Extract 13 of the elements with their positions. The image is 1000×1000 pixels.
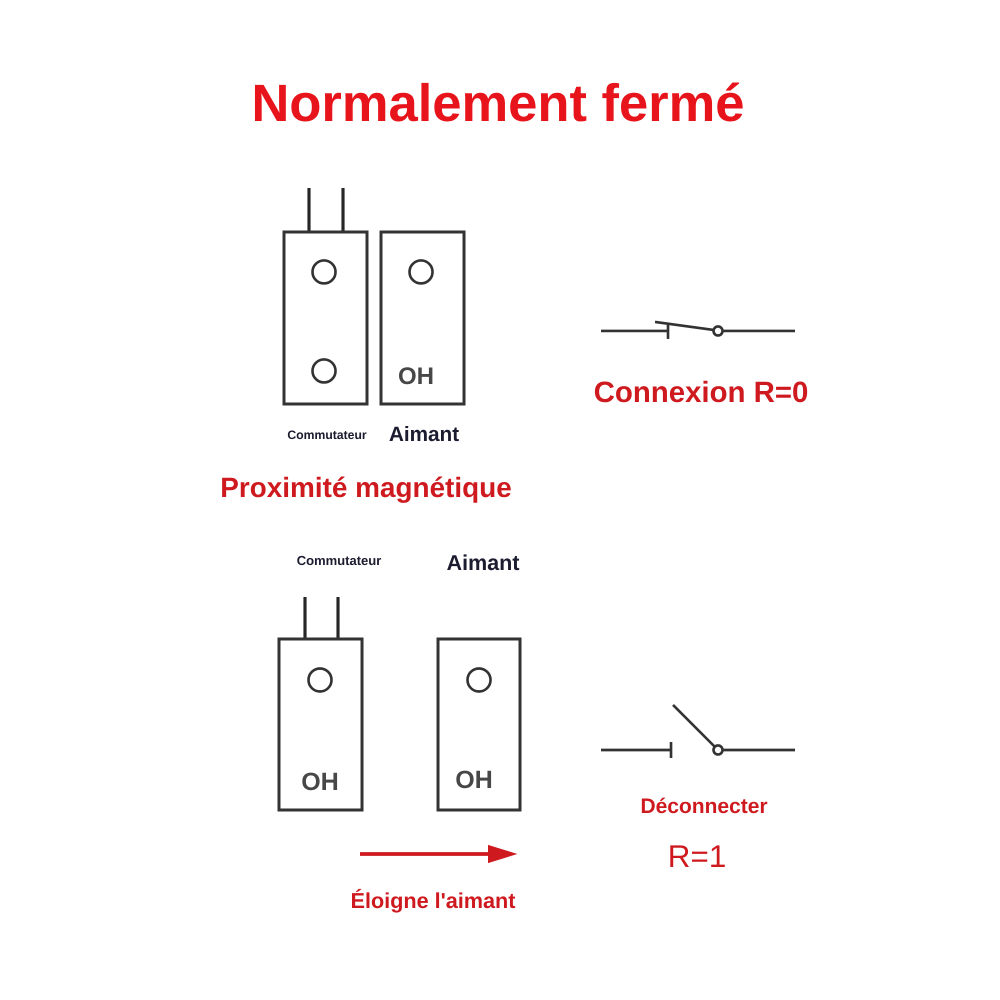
label: Déconnecter (642, 798, 768, 814)
label: Connexion R=0 (594, 380, 808, 402)
node-label: Aimant (447, 554, 520, 570)
label: R=1 (670, 845, 725, 867)
magnet-body: OH (436, 638, 522, 812)
node-label: Commutateur (297, 556, 382, 566)
title: Normalement fermé (254, 82, 743, 122)
node-label: Aimant (389, 426, 459, 442)
switch-body: OH (278, 638, 364, 812)
node-label: Commutateur (288, 430, 366, 440)
label: Éloigne l'aimant (352, 888, 516, 913)
label: Proximité magnétique (222, 476, 511, 503)
magnet-body: OH (380, 230, 466, 406)
